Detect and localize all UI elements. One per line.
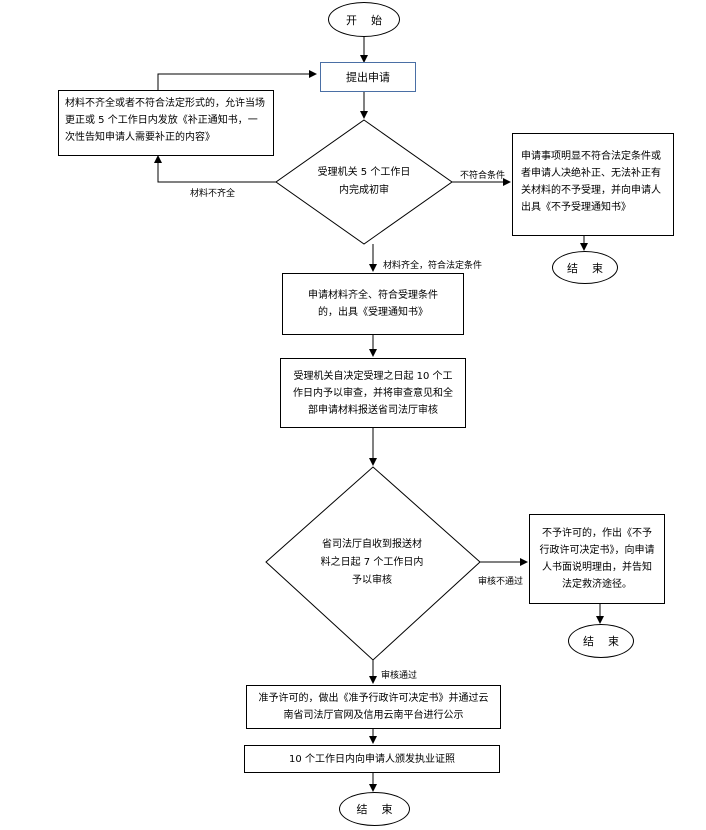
initial-review-text: 受理机关 5 个工作日内完成初审: [317, 167, 411, 196]
label-review-fail: 审核不通过: [478, 577, 524, 587]
approve-license-box: 准予许可的，做出《准予行政许可决定书》并通过云南省司法厅官网及信用云南平台进行公…: [246, 685, 501, 729]
province-review-text: 省司法厅自收到报送材料之日起 7 个工作日内予以审核: [320, 539, 424, 586]
province-review-diamond: [265, 466, 481, 661]
label-not-qualified: 不符合条件: [460, 171, 506, 181]
label-complete: 材料齐全，符合法定条件: [383, 261, 483, 271]
accept-notice-box: 申请材料齐全、符合受理条件的，出具《受理通知书》: [282, 273, 464, 335]
arrow-review-to-incomplete: [154, 155, 276, 183]
label-incomplete: 材料不齐全: [190, 189, 236, 199]
end-node-1: 结束: [552, 251, 618, 284]
reject-box: 申请事项明显不符合法定条件或者申请人决绝补正、无法补正有关材料的不予受理，并向申…: [512, 133, 674, 236]
deny-license-box: 不予许可的，作出《不予行政许可决定书》，向申请人书面说明理由，并告知法定救济途径…: [529, 514, 665, 604]
review-decision-box: 受理机关自决定受理之日起 10 个工作日内予以审查，并将审查意见和全部申请材料报…: [280, 358, 466, 428]
end-node-2: 结束: [568, 624, 634, 658]
issue-license-box: 10 个工作日内向申请人颁发执业证照: [244, 745, 500, 773]
start-node: 开始: [328, 2, 400, 37]
incomplete-materials-box: 材料不齐全或者不符合法定形式的，允许当场更正或 5 个工作日内发放《补正通知书，…: [58, 90, 274, 156]
label-review-pass: 审核通过: [381, 671, 418, 681]
submit-application-box: 提出申请: [320, 62, 416, 92]
initial-review-diamond: [275, 119, 453, 245]
arrow-incomplete-loop-to-submit: [157, 70, 317, 90]
end-node-3: 结束: [339, 792, 410, 826]
